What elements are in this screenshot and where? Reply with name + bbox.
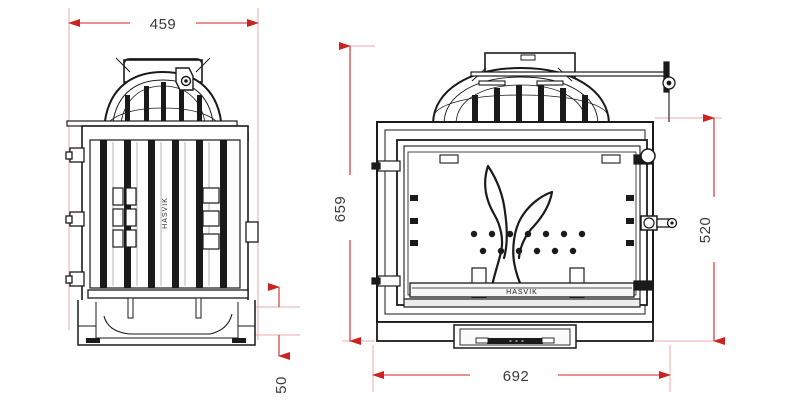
dimension-459: 459 xyxy=(68,16,259,33)
dimension-659: 659 xyxy=(332,42,361,345)
front-door-clips xyxy=(439,154,621,164)
dimension-520-label: 520 xyxy=(697,217,714,244)
side-left-hinge-blocks xyxy=(112,187,137,248)
front-view-group: 659 520 692 xyxy=(332,42,725,392)
front-bottom-grate xyxy=(403,282,641,308)
front-ash-drawer xyxy=(376,321,654,349)
front-door-handle xyxy=(640,148,678,231)
side-base-feet xyxy=(86,338,246,343)
side-mounting-brackets xyxy=(65,147,85,287)
side-right-bracket xyxy=(245,221,259,243)
front-door-hinges xyxy=(410,195,418,246)
front-top-rail xyxy=(470,61,676,122)
dimension-50: 50 xyxy=(268,283,290,394)
side-right-hinge-blocks xyxy=(202,187,220,250)
side-brand-emboss: HASVIK xyxy=(162,197,169,229)
dimension-659-label: 659 xyxy=(332,196,349,223)
front-door xyxy=(396,139,648,306)
front-door-hinges-right xyxy=(626,195,634,246)
side-dome-assembly xyxy=(103,57,223,134)
front-brand-emboss: HASVIK xyxy=(506,289,538,296)
dimension-50-label: 50 xyxy=(273,376,290,394)
front-left-mount-bolts xyxy=(371,160,401,287)
side-view-group: 459 50 xyxy=(65,8,300,394)
front-air-holes xyxy=(470,230,586,255)
dimension-692-label: 692 xyxy=(503,368,530,385)
dimension-520: 520 xyxy=(697,114,725,345)
dimension-692: 692 xyxy=(372,368,671,385)
side-base-plinth xyxy=(77,289,256,346)
dimension-459-label: 459 xyxy=(150,16,177,33)
